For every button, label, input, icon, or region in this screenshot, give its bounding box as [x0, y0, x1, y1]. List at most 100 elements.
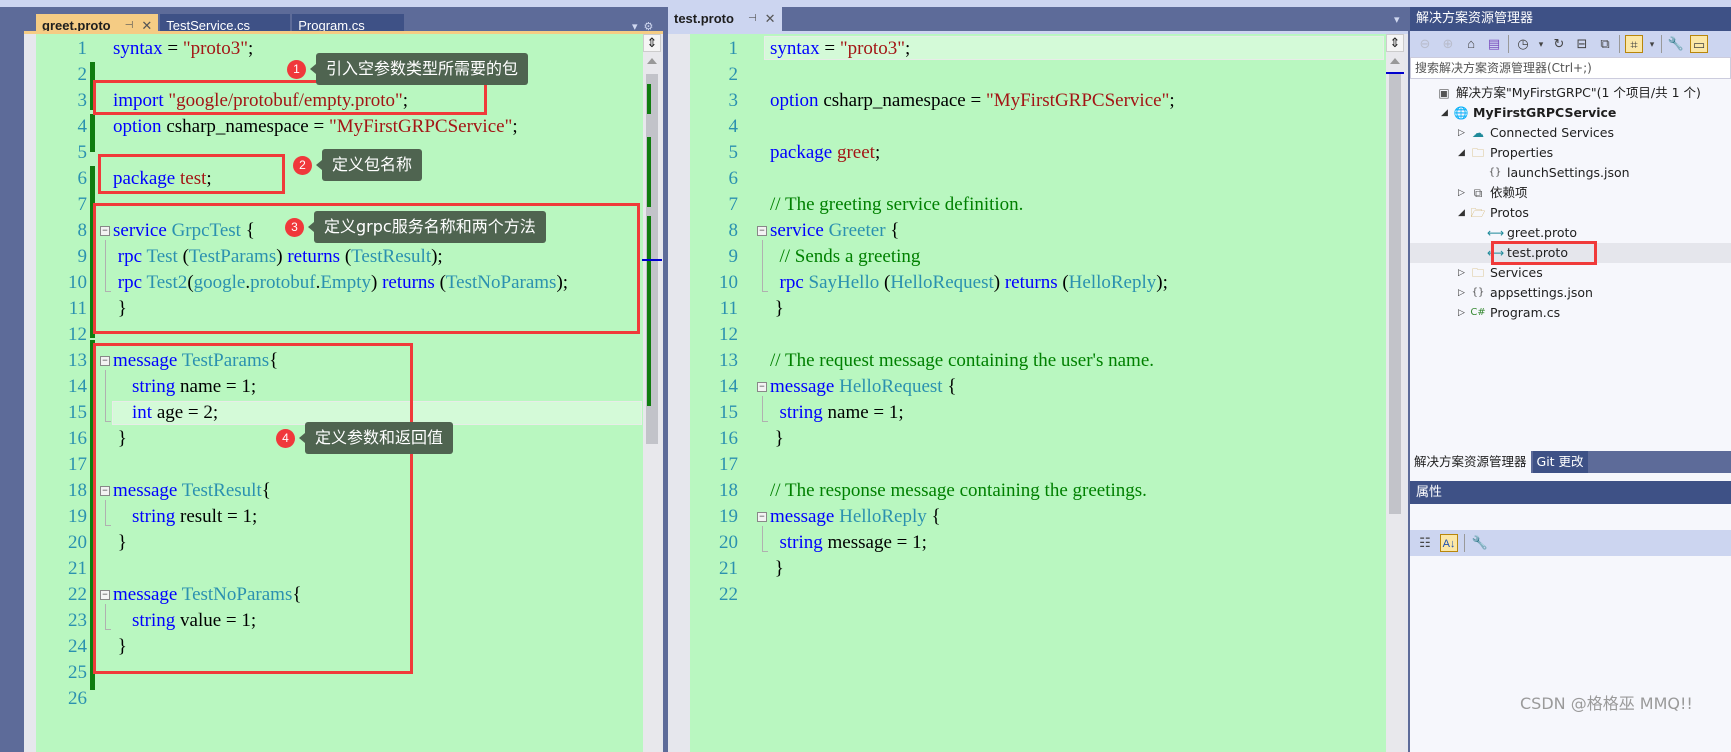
collapse-all-icon[interactable]: ⊟ [1576, 36, 1588, 51]
code-token: package [113, 168, 176, 189]
forward-icon[interactable]: ⊕ [1442, 36, 1454, 51]
code-line[interactable]: message HelloRequest { [770, 374, 956, 400]
pin-icon[interactable]: ⊣ [124, 20, 134, 31]
split-view-icon[interactable]: ⇕ [1386, 34, 1404, 52]
collapsed-arrow-icon[interactable]: ▷ [1458, 128, 1465, 138]
code-line[interactable]: } [113, 296, 127, 322]
code-line[interactable]: service Greeter { [770, 218, 899, 244]
tab-solution-explorer[interactable]: 解决方案资源管理器 [1410, 451, 1531, 473]
categorized-icon[interactable]: ☷ [1419, 535, 1431, 550]
pending-changes-filter-icon[interactable]: ◷ [1517, 36, 1529, 51]
code-line[interactable]: message TestNoParams{ [113, 582, 301, 608]
code-line[interactable]: string name = 1; [113, 374, 256, 400]
code-line[interactable]: // The request message containing the us… [770, 348, 1154, 374]
tree-item[interactable]: ▷⧉依赖项 [1458, 183, 1528, 203]
scroll-up-arrow-icon[interactable] [647, 58, 657, 64]
tree-item[interactable]: ◢🗁Protos [1458, 203, 1529, 223]
refresh-icon[interactable]: ↻ [1553, 36, 1565, 51]
code-line[interactable]: // Sends a greeting [770, 244, 921, 270]
tab-dropdown-icon[interactable]: ▾ [1394, 13, 1400, 26]
collapse-region-icon[interactable]: − [757, 226, 767, 236]
collapsed-arrow-icon[interactable]: ▷ [1458, 288, 1465, 298]
left-vertical-scrollbar[interactable]: ⇕ [643, 34, 661, 752]
code-line[interactable]: } [770, 296, 784, 322]
code-line[interactable]: int age = 2; [113, 400, 218, 426]
code-line[interactable]: package greet; [770, 140, 880, 166]
close-icon[interactable]: ✕ [141, 18, 153, 33]
back-icon[interactable]: ⊖ [1419, 36, 1431, 51]
code-area[interactable] [690, 34, 1386, 752]
code-line[interactable]: } [113, 530, 127, 556]
tab-dropdown-icon[interactable]: ▾ [632, 20, 638, 33]
code-line[interactable]: import "google/protobuf/empty.proto"; [113, 88, 408, 114]
home-icon[interactable]: ⌂ [1467, 36, 1475, 51]
dropdown-arrow-icon[interactable]: ▾ [1649, 39, 1655, 49]
code-line[interactable]: } [113, 426, 127, 452]
close-icon[interactable]: ✕ [764, 11, 776, 26]
collapse-region-icon[interactable]: − [100, 486, 110, 496]
split-view-icon[interactable]: ⇕ [643, 34, 661, 52]
collapse-region-icon[interactable]: − [100, 590, 110, 600]
sync-with-active-document-icon[interactable]: ⌗ [1625, 35, 1643, 53]
tree-item[interactable]: ◢🗀Properties [1458, 143, 1553, 163]
code-line[interactable]: package test; [113, 166, 212, 192]
code-line[interactable]: // The response message containing the g… [770, 478, 1147, 504]
tree-item[interactable]: ▷{}appsettings.json [1458, 283, 1593, 303]
pin-icon[interactable]: ⊣ [747, 13, 757, 24]
tab-test-proto[interactable]: test.proto ⊣ ✕ [668, 7, 782, 31]
gear-icon[interactable]: ⚙ [643, 20, 654, 33]
tree-item[interactable]: ⟷test.proto [1410, 243, 1731, 263]
code-line[interactable]: string result = 1; [113, 504, 257, 530]
switch-views-icon[interactable]: ▤ [1487, 36, 1501, 51]
show-all-files-icon[interactable]: ⧉ [1600, 36, 1610, 51]
code-line[interactable]: service GrpcTest { [113, 218, 255, 244]
code-line[interactable]: rpc Test (TestParams) returns (TestResul… [113, 244, 443, 270]
expanded-arrow-icon[interactable]: ◢ [1458, 148, 1465, 158]
right-code-editor[interactable]: ⇕ [668, 31, 1408, 752]
code-line[interactable]: // The greeting service definition. [770, 192, 1023, 218]
alphabetical-sort-icon[interactable]: A↓ [1440, 534, 1458, 552]
collapsed-arrow-icon[interactable]: ▷ [1458, 268, 1465, 278]
code-line[interactable]: string message = 1; [770, 530, 927, 556]
code-line[interactable]: string name = 1; [770, 400, 904, 426]
dropdown-arrow-icon[interactable]: ▾ [1538, 39, 1544, 49]
tree-item[interactable]: ▷☁Connected Services [1458, 123, 1614, 143]
code-line[interactable]: syntax = "proto3"; [770, 36, 910, 62]
expanded-arrow-icon[interactable]: ◢ [1441, 108, 1448, 118]
right-vertical-scrollbar[interactable]: ⇕ [1386, 34, 1404, 752]
tree-item[interactable]: ⟷greet.proto [1475, 223, 1577, 243]
code-line[interactable]: message HelloReply { [770, 504, 941, 530]
code-line[interactable]: } [770, 426, 784, 452]
solution-explorer-search-input[interactable]: 搜索解决方案资源管理器(Ctrl+;) [1410, 57, 1731, 79]
collapsed-arrow-icon[interactable]: ▷ [1458, 308, 1465, 318]
expanded-arrow-icon[interactable]: ◢ [1458, 208, 1465, 218]
scroll-thumb[interactable] [1389, 74, 1401, 514]
scroll-up-arrow-icon[interactable] [1390, 58, 1400, 64]
preview-selected-items-icon[interactable]: ▭ [1690, 35, 1708, 53]
collapse-region-icon[interactable]: − [100, 356, 110, 366]
tree-item[interactable]: ▷C#Program.cs [1458, 303, 1560, 323]
code-line[interactable]: string value = 1; [113, 608, 256, 634]
collapse-region-icon[interactable]: − [757, 512, 767, 522]
tree-item[interactable]: ▣解决方案"MyFirstGRPC"(1 个项目/共 1 个) [1424, 83, 1701, 103]
code-token: string [113, 506, 176, 527]
property-pages-wrench-icon[interactable]: 🔧 [1471, 535, 1489, 550]
tab-git-changes[interactable]: Git 更改 [1532, 451, 1588, 473]
collapse-region-icon[interactable]: − [757, 382, 767, 392]
properties-wrench-icon[interactable]: 🔧 [1667, 36, 1685, 51]
code-line[interactable]: rpc SayHello (HelloRequest) returns (Hel… [770, 270, 1168, 296]
collapsed-arrow-icon[interactable]: ▷ [1458, 188, 1465, 198]
code-line[interactable]: message TestResult{ [113, 478, 271, 504]
code-token: returns [382, 272, 435, 293]
tree-item[interactable]: ▷🗀Services [1458, 263, 1543, 283]
code-line[interactable]: message TestParams{ [113, 348, 278, 374]
code-line[interactable]: syntax = "proto3"; [113, 36, 253, 62]
code-line[interactable]: option csharp_namespace = "MyFirstGRPCSe… [770, 88, 1175, 114]
code-line[interactable]: } [113, 634, 127, 660]
tree-item[interactable]: {}launchSettings.json [1475, 163, 1630, 183]
code-line[interactable]: rpc Test2(google.protobuf.Empty) returns… [113, 270, 568, 296]
tree-item[interactable]: ◢🌐MyFirstGRPCService [1441, 103, 1616, 123]
code-line[interactable]: } [770, 556, 784, 582]
collapse-region-icon[interactable]: − [100, 226, 110, 236]
code-line[interactable]: option csharp_namespace = "MyFirstGRPCSe… [113, 114, 518, 140]
